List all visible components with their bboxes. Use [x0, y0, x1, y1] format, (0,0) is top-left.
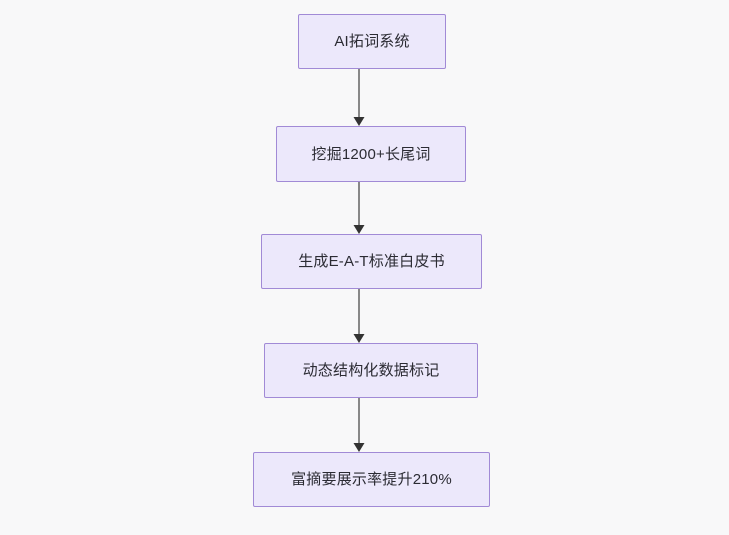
flow-node-3[interactable]: 生成E-A-T标准白皮书 [261, 234, 482, 289]
flow-node-label: AI拓词系统 [334, 33, 410, 50]
arrowhead-icon [353, 117, 365, 126]
flow-connector-1 [347, 69, 371, 126]
flow-node-label: 富摘要展示率提升210% [291, 471, 452, 488]
flow-connector-3 [347, 289, 371, 343]
flow-node-5[interactable]: 富摘要展示率提升210% [253, 452, 490, 507]
arrowhead-icon [353, 443, 365, 452]
flow-node-4[interactable]: 动态结构化数据标记 [264, 343, 478, 398]
flow-node-label: 挖掘1200+长尾词 [311, 145, 431, 163]
flow-node-label: 动态结构化数据标记 [302, 362, 440, 379]
flow-node-1[interactable]: AI拓词系统 [298, 14, 446, 69]
flow-connector-4 [347, 398, 371, 452]
arrowhead-icon [353, 334, 365, 343]
flow-node-label: 生成E-A-T标准白皮书 [298, 253, 445, 270]
flow-node-2[interactable]: 挖掘1200+长尾词 [276, 126, 466, 182]
flow-connector-2 [347, 182, 371, 234]
arrowhead-icon [353, 225, 365, 234]
